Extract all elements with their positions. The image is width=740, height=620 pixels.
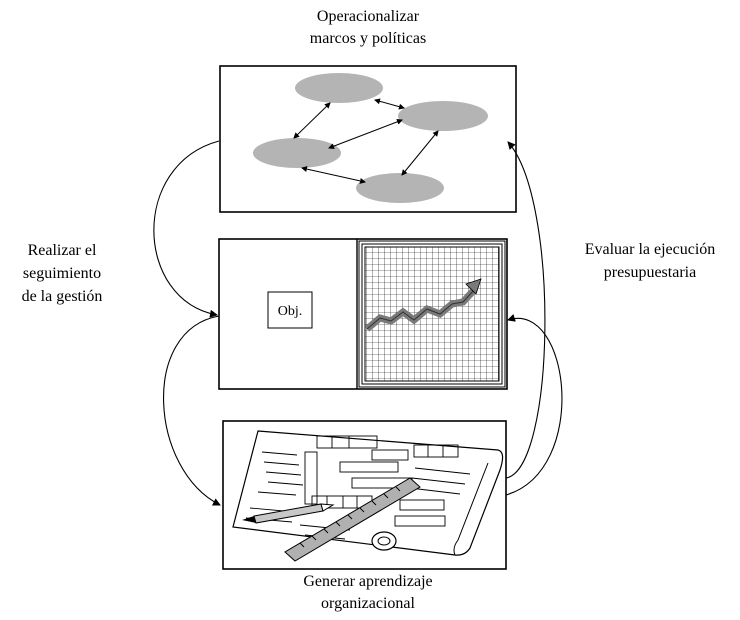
arrow-bottom-to-top: [505, 141, 546, 479]
grid-chart: [358, 240, 506, 388]
connector-2-4: [401, 130, 439, 176]
connector-1-2: [374, 98, 405, 110]
top-label-line2: marcos y políticas: [310, 30, 426, 47]
arrow-top-to-middle: [153, 140, 220, 318]
connector-1-3: [293, 102, 331, 139]
right-label-line1: Evaluar la ejecución: [585, 241, 716, 258]
left-label-line2: seguimiento: [23, 265, 101, 282]
pen-icon: [242, 503, 335, 524]
ellipse-node-3: [253, 138, 341, 168]
connector-3-4: [301, 166, 366, 184]
left-label-line3: de la gestión: [22, 288, 103, 305]
organizational-learning-panel: [222, 420, 507, 570]
budget-execution-panel: Obj.: [218, 238, 508, 390]
blueprint-illustration: [232, 430, 504, 556]
left-label-line1: Realizar el: [28, 242, 97, 259]
bottom-label-line2: organizacional: [321, 595, 415, 612]
ruler-icon: [284, 477, 421, 562]
arrow-bottom-to-middle: [505, 314, 563, 496]
trend-arrowhead: [465, 278, 482, 295]
top-label-line1: Operacionalizar: [317, 8, 420, 25]
ellipse-node-1: [295, 73, 383, 103]
ellipse-node-2: [398, 101, 488, 131]
policy-framework-panel: [219, 65, 517, 213]
arrow-middle-to-bottom: [163, 315, 221, 506]
objective-box: Obj.: [267, 291, 313, 329]
ellipse-node-4: [356, 173, 444, 203]
objective-label: Obj.: [278, 304, 303, 319]
bottom-label-line1: Generar aprendizaje: [303, 573, 432, 590]
connector-3-2: [328, 118, 403, 150]
right-label-line2: presupuestaria: [604, 264, 696, 281]
